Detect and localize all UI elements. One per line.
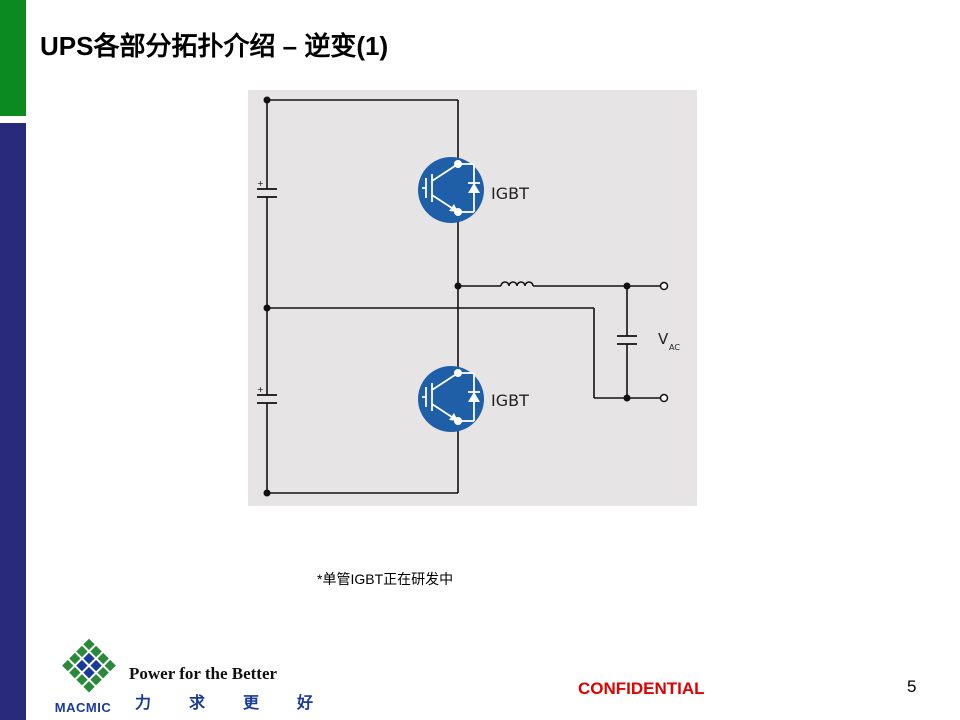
upper-igbt-label: IGBT — [491, 184, 529, 203]
upper-igbt-symbol — [418, 157, 484, 223]
output-voltage-label: V — [658, 330, 669, 348]
inverter-circuit-diagram: + + V AC IGBT — [248, 90, 697, 506]
slogan-english: Power for the Better — [129, 664, 278, 683]
logo-wordmark: MACMIC — [54, 700, 112, 715]
output-voltage-subscript: AC — [669, 343, 680, 352]
cap-lower-polarity: + — [257, 385, 264, 394]
output-inductor — [500, 281, 534, 287]
lower-igbt-symbol — [418, 366, 484, 432]
slogan-chinese: 力求更好 — [135, 695, 352, 712]
cap-upper-polarity: + — [257, 179, 264, 188]
confidential-label: CONFIDENTIAL — [578, 679, 705, 698]
accent-bar-green — [0, 0, 26, 116]
page-number: 5 — [907, 677, 917, 696]
slide-title: UPS各部分拓扑介绍 – 逆变(1) — [40, 31, 389, 61]
lower-igbt-label: IGBT — [491, 391, 529, 410]
footnote: *单管IGBT正在研发中 — [317, 571, 454, 587]
accent-bar-navy — [0, 123, 26, 720]
macmic-logo — [62, 638, 116, 693]
